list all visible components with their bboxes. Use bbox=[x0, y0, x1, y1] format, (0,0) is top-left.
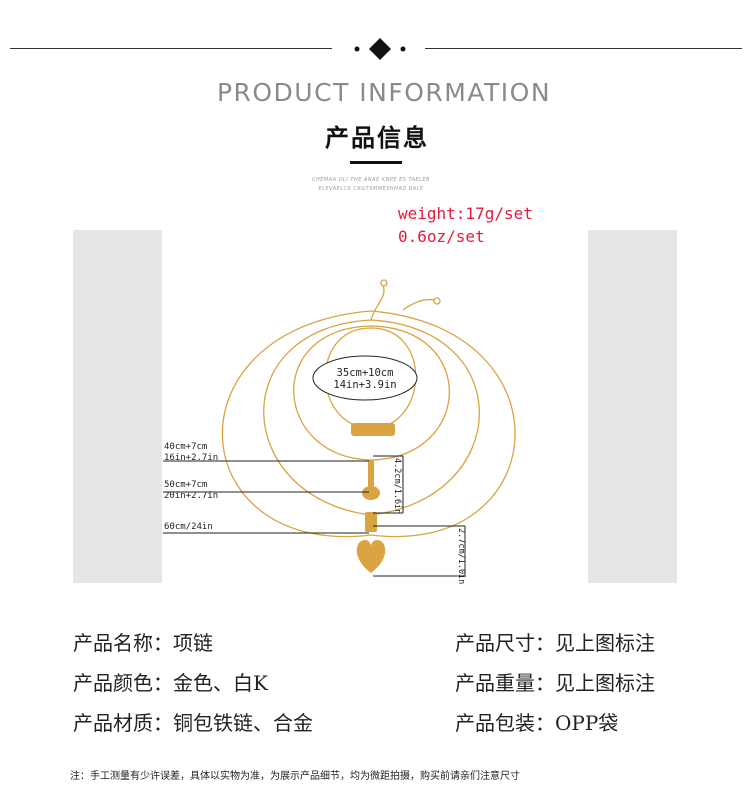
tiny-caption-line-2: ELEVAELCK CRGTSMMESHHAD BALE bbox=[318, 186, 424, 192]
heart-pendant bbox=[356, 540, 386, 573]
photo-side-panel-right bbox=[588, 230, 677, 583]
divider-left bbox=[10, 48, 332, 49]
photo-side-panel-left bbox=[73, 230, 162, 583]
lock-length-cm: 50cm+7cm bbox=[164, 480, 207, 490]
section-title-chinese: 产品信息 bbox=[325, 124, 429, 152]
weight-ounces: 0.6oz/set bbox=[398, 227, 485, 246]
diamond-ornament-icon bbox=[354, 38, 406, 60]
spec-name: 产品名称：项链 bbox=[73, 631, 213, 655]
rose-pendant-size: 4.2cm/1.6in bbox=[392, 458, 402, 514]
necklace-heart-chain bbox=[221, 310, 516, 538]
tiny-caption-line-1: CHEMAA OLI THE ANAE KNPE ES TAELEB bbox=[311, 177, 431, 183]
rose-pendant bbox=[362, 460, 380, 500]
spec-package: 产品包装：OPP袋 bbox=[455, 711, 619, 735]
spec-weight: 产品重量：见上图标注 bbox=[455, 671, 655, 695]
rose-length-in: 16in+2.7in bbox=[164, 453, 218, 463]
spec-size: 产品尺寸：见上图标注 bbox=[455, 631, 655, 655]
footnote: 注：手工测量有少许误差，具体以实物为准，为展示产品细节，均为微距拍摄，购买前请亲… bbox=[70, 771, 520, 782]
section-title-english: PRODUCT INFORMATION bbox=[216, 78, 552, 107]
necklace-illustration: 35cm+10cm 14in+3.9in 40cm+7cm 16in+2.7in… bbox=[163, 279, 516, 584]
heart-length: 60cm/24in bbox=[164, 522, 213, 532]
title-underline bbox=[350, 161, 402, 164]
divider-right bbox=[425, 48, 742, 49]
choker-size-callout bbox=[312, 355, 418, 401]
lock-pendant bbox=[365, 512, 377, 532]
name-pendant bbox=[351, 423, 395, 436]
choker-size-cm: 35cm+10cm bbox=[337, 367, 394, 379]
heart-pendant-size: 2.7cm/1.0in bbox=[456, 528, 466, 584]
weight-grams: weight:17g/set bbox=[398, 204, 533, 223]
lock-length-in: 20in+2.7in bbox=[164, 491, 218, 501]
rose-length-cm: 40cm+7cm bbox=[164, 442, 207, 452]
spec-material: 产品材质：铜包铁链、合金 bbox=[73, 711, 313, 735]
spec-color: 产品颜色：金色、白K bbox=[73, 671, 268, 695]
choker-size-in: 14in+3.9in bbox=[333, 379, 396, 391]
